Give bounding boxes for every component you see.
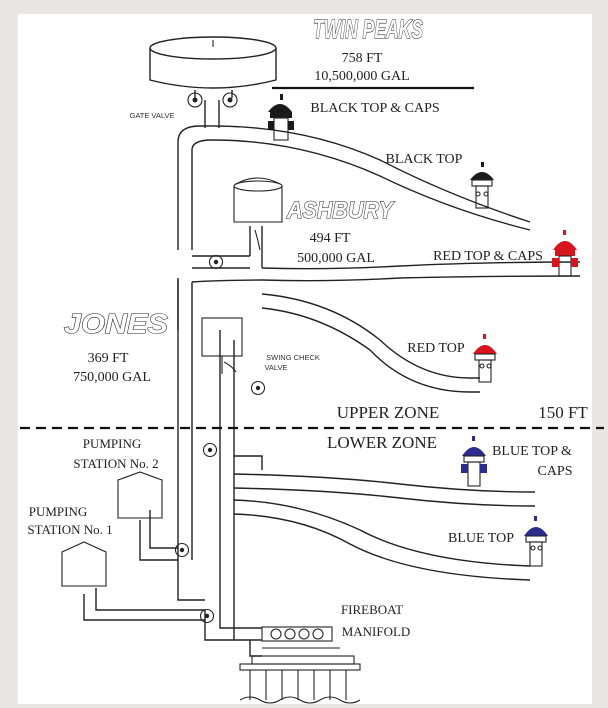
gate-valve-icon bbox=[187, 92, 238, 108]
pumping-station-1-label-2: STATION No. 1 bbox=[27, 522, 112, 537]
gate-valve-label: GATE VALVE bbox=[129, 111, 174, 120]
ashbury-elevation: 494 FT bbox=[310, 231, 351, 246]
zone-elevation-label: 150 FT bbox=[538, 403, 588, 422]
swing-check-valve-label-1: SWING CHECK bbox=[266, 353, 320, 362]
upper-zone-label: UPPER ZONE bbox=[337, 403, 439, 422]
twin-peaks-name: TWIN PEAKS bbox=[313, 14, 423, 44]
hydrant-blue-top-icon bbox=[524, 516, 548, 567]
ashbury-name: ASHBURY bbox=[286, 197, 395, 224]
red-top-label: RED TOP bbox=[407, 341, 465, 356]
lower-zone-label: LOWER ZONE bbox=[327, 433, 437, 452]
pier bbox=[239, 655, 361, 704]
pumping-station-2-label-2: STATION No. 2 bbox=[73, 456, 158, 471]
pipe-network bbox=[83, 100, 581, 657]
pumping-station-2 bbox=[117, 471, 163, 519]
blue-top-label: BLUE TOP bbox=[448, 531, 514, 546]
jones-name: JONES bbox=[64, 308, 168, 339]
pipe-valves bbox=[174, 254, 266, 624]
hydrant-red-top-icon bbox=[473, 334, 497, 383]
black-top-caps-label: BLACK TOP & CAPS bbox=[310, 101, 439, 116]
hydrant-blue-top-caps-icon bbox=[461, 436, 487, 487]
fireboat-label-2: MANIFOLD bbox=[342, 624, 411, 639]
ashbury-tank bbox=[233, 177, 283, 251]
ashbury-capacity: 500,000 GAL bbox=[297, 251, 375, 266]
pumping-station-1-label-1: PUMPING bbox=[29, 504, 88, 519]
hydrant-black-top-icon bbox=[470, 162, 494, 209]
jones-tank bbox=[201, 317, 243, 374]
jones-capacity: 750,000 GAL bbox=[73, 370, 151, 385]
pumping-station-2-label-1: PUMPING bbox=[83, 436, 142, 451]
twin-peaks-elevation: 758 FT bbox=[342, 51, 383, 66]
fireboat-label-1: FIREBOAT bbox=[341, 602, 403, 617]
twin-peaks-capacity: 10,500,000 GAL bbox=[314, 69, 409, 84]
fireboat-manifold bbox=[261, 626, 340, 649]
blue-top-caps-label-2: CAPS bbox=[537, 464, 572, 479]
hydrant-black-top-caps-icon bbox=[268, 94, 294, 141]
pumping-station-1 bbox=[61, 541, 107, 587]
blue-top-caps-label-1: BLUE TOP & bbox=[492, 444, 572, 459]
jones-elevation: 369 FT bbox=[88, 351, 129, 366]
swing-check-valve-label-2: VALVE bbox=[264, 363, 287, 372]
black-top-label: BLACK TOP bbox=[386, 152, 463, 167]
hydrant-red-top-caps-icon bbox=[552, 230, 578, 277]
twin-peaks-reservoir bbox=[149, 36, 277, 98]
diagram-panel bbox=[18, 14, 592, 704]
red-top-caps-label: RED TOP & CAPS bbox=[433, 249, 543, 264]
